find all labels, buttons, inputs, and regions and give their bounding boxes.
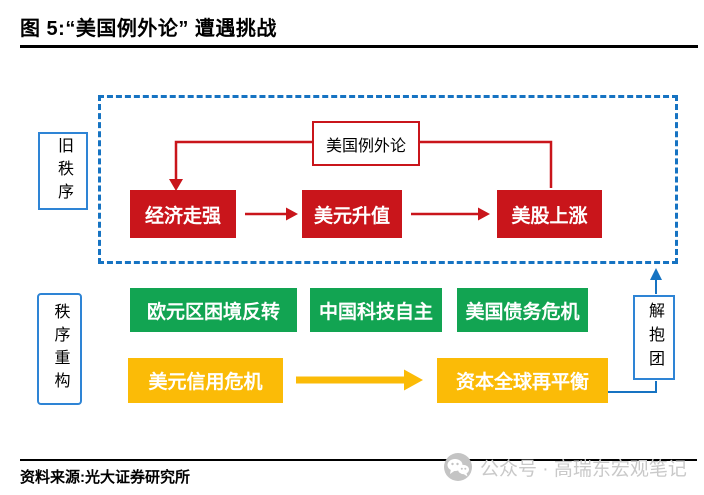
node-dollar-credit-crisis: 美元信用危机 <box>128 358 283 403</box>
watermark: 公众号 · 高瑞东宏观笔记 <box>443 449 698 485</box>
node-eurozone-reversal: 欧元区困境反转 <box>130 288 297 332</box>
restructure-side-label: 秩序重构 <box>37 293 82 405</box>
figure-title: 图 5:“美国例外论” 遭遇挑战 <box>20 18 277 40</box>
wechat-icon <box>444 453 472 481</box>
node-us-debt-crisis: 美国债务危机 <box>457 288 588 332</box>
title-underline <box>20 45 698 48</box>
old-order-dashed-frame <box>98 95 678 264</box>
break-huddle-box: 解抱团 <box>633 295 675 380</box>
watermark-text: 公众号 · 高瑞东宏观笔记 <box>480 458 687 480</box>
node-us-stocks-rise: 美股上涨 <box>497 190 602 238</box>
american-exceptionalism-box: 美国例外论 <box>312 121 420 166</box>
node-dollar-appreciates: 美元升值 <box>302 190 402 238</box>
node-economy-strengthens: 经济走强 <box>130 190 236 238</box>
node-china-tech-independence: 中国科技自主 <box>310 288 442 332</box>
line-rebalancing-to-break-box <box>608 381 657 393</box>
arrowhead-credit-crisis <box>404 369 423 391</box>
source-text: 资料来源:光大证券研究所 <box>20 469 190 486</box>
footer-rule <box>20 459 697 461</box>
arrowhead-up-into-old-order <box>650 268 662 280</box>
old-order-side-label: 旧秩序 <box>38 132 88 210</box>
node-global-capital-rebalancing: 资本全球再平衡 <box>437 358 608 403</box>
